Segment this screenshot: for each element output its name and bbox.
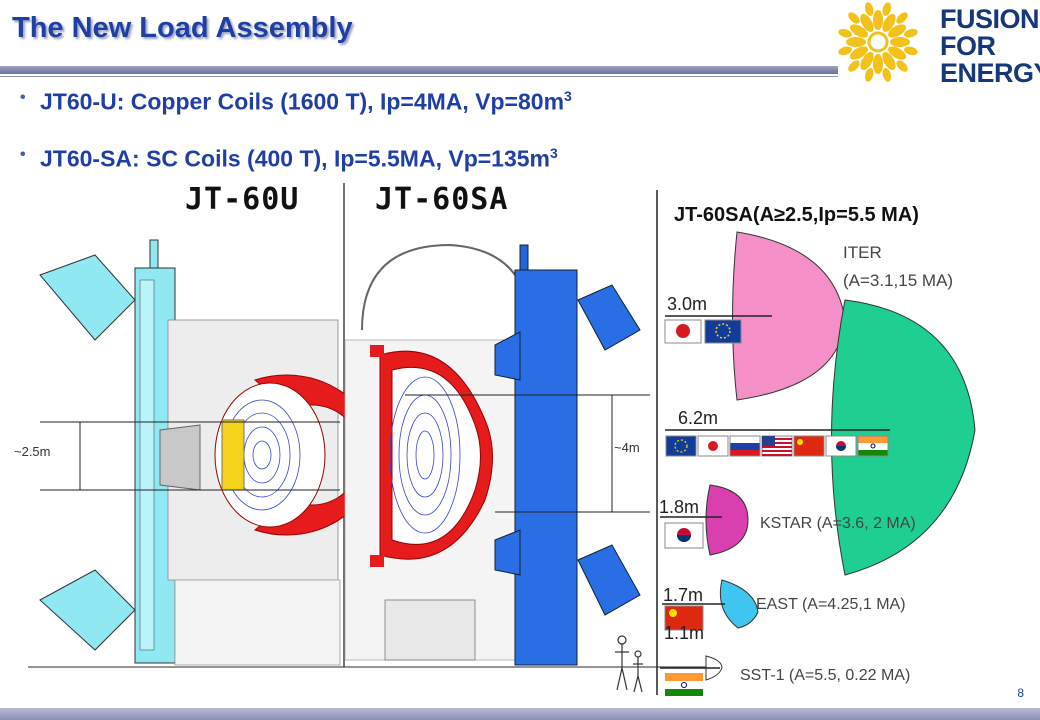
logo-line-3: ENERGY (940, 58, 1040, 88)
header-line (0, 76, 838, 77)
comparison-heading: JT-60SA(A≥2.5,Ip=5.5 MA) (674, 204, 919, 226)
jt60sa-height-label: ~4m (614, 440, 640, 455)
logo-line-2: FOR (940, 31, 996, 61)
sst-label: SST-1 (A=5.5, 0.22 MA) (740, 667, 911, 684)
header-bar (0, 66, 838, 74)
india-flag-icon (665, 673, 703, 696)
east-size: 1.7m (663, 585, 704, 605)
japan-flag-icon (697, 435, 729, 457)
east-shape (719, 579, 759, 629)
iter-shape (831, 299, 976, 576)
iter-label: ITER (843, 243, 882, 262)
bullet-jt60sa: JT60-SA: SC Coils (400 T), Ip=5.5MA, Vp=… (20, 145, 572, 177)
jt60sa-label: JT-60SA (375, 182, 509, 217)
kstar-shape (705, 484, 749, 556)
japan-flag-icon (664, 319, 702, 344)
logo-text: FUSION FOR ENERGY (940, 6, 1040, 87)
jt60u-height-label: ~2.5m (14, 444, 51, 459)
jt60u-label: JT-60U (185, 182, 300, 217)
bullet-list: JT60-U: Copper Coils (1600 T), Ip=4MA, V… (20, 88, 572, 202)
page-number: 8 (1017, 686, 1024, 700)
russia-flag-icon (729, 435, 761, 457)
eu-flag-icon (704, 319, 742, 344)
tokamak-comparison (615, 190, 976, 696)
jt60sa-size: 3.0m (667, 294, 708, 314)
east-label: EAST (A=4.25,1 MA) (756, 596, 906, 613)
footer-bar (0, 708, 1040, 720)
human-scale-icon (615, 635, 643, 693)
logo-line-1: FUSION (940, 4, 1040, 34)
sst-size: 1.1m (664, 623, 705, 643)
kstar-size: 1.8m (659, 497, 700, 517)
korea-flag-icon (664, 522, 704, 549)
slide-title: The New Load Assembly (12, 12, 353, 44)
india-flag-icon (857, 435, 889, 457)
korea-flag-icon (825, 435, 857, 457)
eu-flag-icon (665, 435, 697, 457)
iter-params: (A=3.1,15 MA) (843, 271, 954, 290)
jt60sa-shape (732, 231, 846, 401)
kstar-label: KSTAR (A=3.6, 2 MA) (760, 515, 916, 532)
china-flag-icon (664, 605, 704, 631)
china-flag-icon (793, 435, 825, 457)
jt60u-drawing (39, 239, 377, 666)
iter-size: 6.2m (678, 408, 719, 428)
usa-flag-icon (761, 435, 793, 457)
jt60sa-drawing (344, 243, 650, 666)
bullet-jt60u: JT60-U: Copper Coils (1600 T), Ip=4MA, V… (20, 88, 572, 120)
